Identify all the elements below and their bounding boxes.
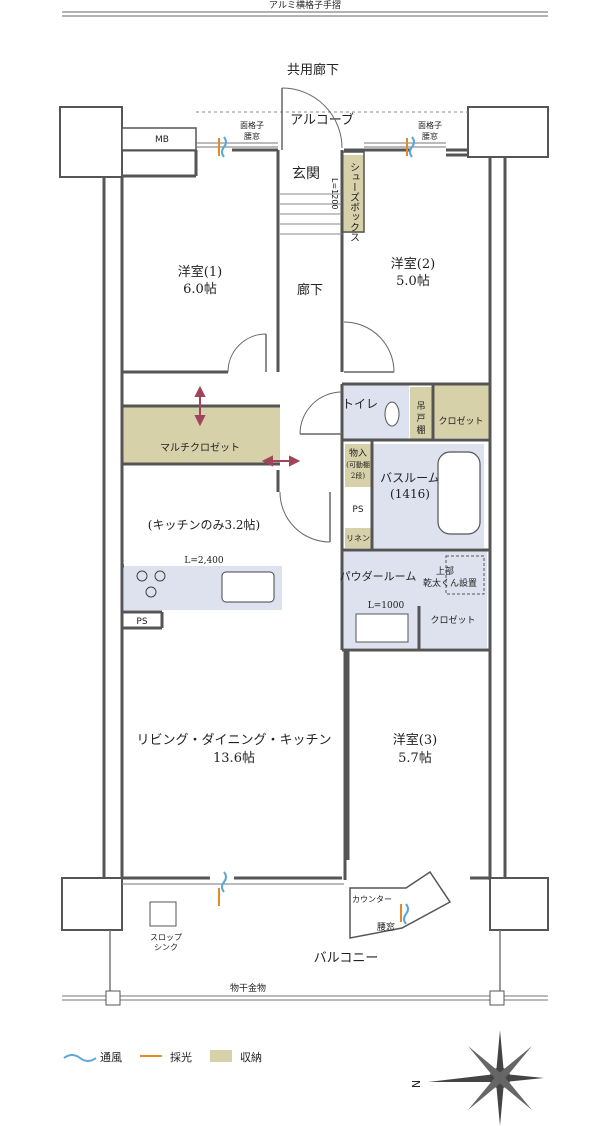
room2-size: 5.0帖	[396, 274, 430, 289]
legend-light-label: 採光	[170, 1050, 192, 1064]
window-top-left	[196, 142, 278, 148]
shoe-box	[341, 151, 365, 233]
laundry-pole-label: 物干金物	[230, 982, 266, 994]
room2-name: 洋室(2)	[391, 256, 435, 272]
storage-line3: 2段)	[351, 471, 365, 480]
ldk-name: リビング・ダイニング・キッチン	[136, 733, 331, 748]
bay-window	[349, 870, 452, 939]
storage-line2: (可動棚	[346, 460, 370, 469]
dryer-line2: 乾太くん設置	[423, 577, 477, 589]
closet-lower-label: クロゼット	[430, 614, 475, 626]
vent-icon-top-right	[409, 136, 415, 158]
ps-label-bath: PS	[352, 505, 363, 515]
genkan-step	[280, 193, 342, 235]
vent-icon-top-left	[221, 136, 227, 158]
alcove-label: アルコーブ	[290, 112, 354, 128]
mb-box	[121, 127, 197, 151]
window-right-line2: 腰窓	[422, 131, 438, 141]
closet-access-arrows	[194, 385, 301, 467]
kitchen-note: (キッチンのみ3.2帖)	[148, 517, 260, 532]
room1-name: 洋室(1)	[178, 264, 222, 280]
linen-fill	[345, 528, 371, 548]
upper-shelf-3: 棚	[416, 424, 425, 436]
balcony-post-right	[489, 990, 505, 1006]
bath-size: (1416)	[390, 487, 430, 501]
upper-shelf-fill	[410, 387, 432, 439]
ldk-door-swing	[279, 491, 331, 543]
linen-label: リネン	[346, 534, 370, 543]
top-rail-label: アルミ横格子手摺	[269, 0, 341, 11]
legend-vent-icon	[63, 1054, 97, 1062]
window-right-line1: 面格子	[418, 120, 442, 130]
room3-name: 洋室(3)	[393, 732, 437, 748]
l2400-label: L=2,400	[184, 556, 224, 566]
column-bottom-right	[489, 877, 549, 931]
upper-shelf-1: 吊	[416, 401, 425, 412]
powder-label: パウダールーム	[340, 569, 417, 583]
hallway-label: 廊下	[297, 282, 323, 298]
vent-icon-bottom-right	[403, 903, 409, 925]
shoe-box-fill	[342, 155, 364, 233]
room2-door-swing	[343, 321, 395, 373]
slop-sink-line1: スロップ	[150, 933, 182, 942]
window-top-right	[364, 142, 446, 148]
counter-label: カウンター	[352, 895, 392, 904]
dryer-area	[445, 555, 485, 595]
entry-door-swing	[281, 87, 343, 149]
toilet-label: トイレ	[342, 397, 378, 411]
storage-fill	[345, 444, 371, 487]
closet-upper-label: クロゼット	[438, 415, 483, 427]
column-top-left	[59, 106, 123, 178]
room1-door-swing	[227, 333, 267, 373]
bathtub-icon	[437, 451, 481, 535]
closet-upper-fill	[434, 385, 490, 438]
balcony-post-left	[105, 990, 121, 1006]
toilet-door-swing	[299, 391, 343, 435]
l1000-label: L=1000	[368, 601, 405, 611]
stove-icon	[136, 570, 166, 598]
koshimado-label: 腰窓	[377, 921, 395, 933]
column-top-right	[467, 106, 549, 158]
slop-sink-icon	[149, 901, 177, 927]
common-corridor-label: 共用廊下	[287, 62, 339, 78]
bath-name: バスルーム	[380, 471, 440, 485]
sink-icon	[221, 571, 275, 603]
l1200-label: L=1200	[330, 178, 339, 210]
vanity-icon	[355, 613, 409, 643]
ldk-size: 13.6帖	[213, 751, 255, 766]
mb-label: MB	[155, 135, 169, 145]
compass-icon	[428, 1030, 544, 1126]
room3-size: 5.7帖	[398, 751, 432, 766]
ps-label-kitchen: PS	[136, 617, 147, 627]
storage-line1: 物入	[349, 447, 367, 459]
toilet-icon	[384, 401, 400, 427]
upper-shelf-2: 戸	[416, 413, 425, 424]
legend-storage-label: 収納	[240, 1051, 262, 1064]
window-left-line2: 腰窓	[244, 131, 260, 141]
legend-storage-icon	[210, 1050, 232, 1062]
balcony-label: バルコニー	[314, 951, 379, 966]
compass-n-label: N	[410, 1080, 423, 1088]
genkan-label: 玄関	[292, 165, 320, 182]
vent-icon-bottom-left	[221, 871, 227, 893]
multi-closet-label: マルチクロゼット	[160, 442, 240, 454]
column-bottom-left	[61, 877, 123, 931]
window-left-line1: 面格子	[240, 120, 264, 130]
slop-sink-line2: シンク	[154, 943, 178, 952]
room1-size: 6.0帖	[183, 282, 217, 297]
legend-vent-label: 通風	[100, 1051, 122, 1064]
dryer-line1: 上部	[436, 565, 454, 577]
shoe-box-label: シューズボックス	[348, 162, 360, 242]
